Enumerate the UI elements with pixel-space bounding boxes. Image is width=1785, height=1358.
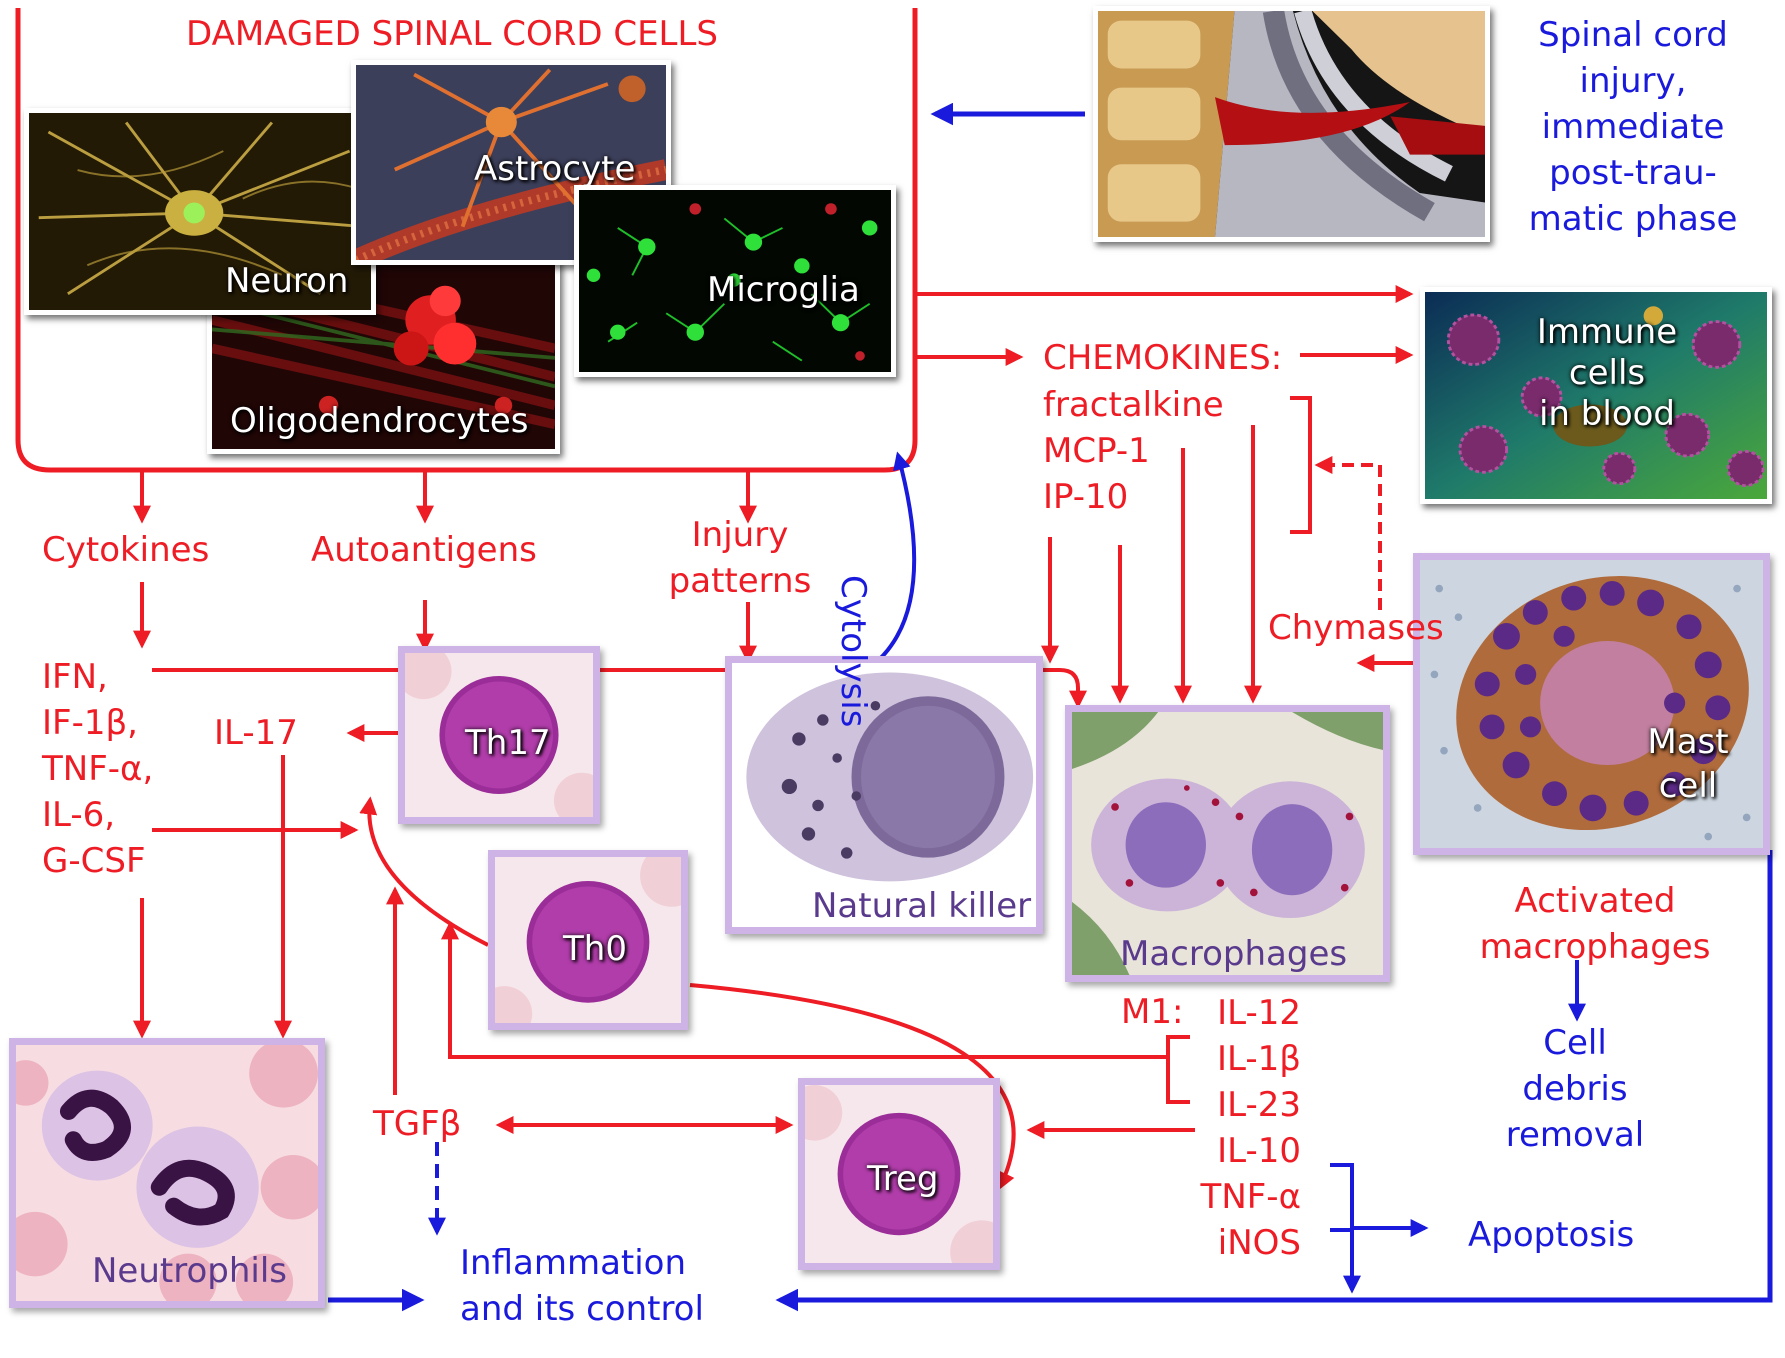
treg-label: Treg (867, 1159, 939, 1199)
mast-cell-label: Mast cell (1638, 720, 1738, 808)
m1-il1b: IL-1β (1217, 1039, 1301, 1079)
th17-art (405, 653, 593, 817)
chemokine-3: IP-10 (1043, 477, 1129, 517)
nk-to-macrophages-arrow (1042, 668, 1087, 709)
mast-cell-image: Mast cell (1413, 553, 1770, 855)
neutrophils-art (16, 1045, 318, 1301)
neutrophils-label: Neutrophils (92, 1251, 288, 1291)
immune-cells-image: Immune cells in blood (1420, 287, 1772, 504)
tgfb-label: TGFβ (373, 1104, 462, 1144)
mast-cell-line-2: cell (1658, 766, 1718, 806)
mast-to-inflammation-line (775, 850, 1773, 1312)
spinal-injury-art (1098, 11, 1485, 237)
cytolysis-arrow (871, 451, 917, 667)
microglia-image: Microglia (574, 185, 896, 377)
tnf-bracket (1330, 1163, 1354, 1232)
injury-note-line-4: post-trau- (1549, 153, 1717, 193)
th17-label: Th17 (465, 723, 551, 763)
microglia-art (579, 190, 891, 372)
mast-cell-line-1: Mast (1647, 722, 1729, 762)
microglia-label: Microglia (707, 270, 860, 310)
m1-bracket (1166, 1035, 1190, 1104)
cytokine-il6: IL-6, (42, 795, 116, 835)
th0-to-treg-curve (689, 983, 1016, 1191)
injury-note-line-3: immediate (1541, 107, 1725, 147)
macrophages-art (1072, 712, 1383, 975)
cytokine-list: IFN, IF-1β, TNF-α, IL-6, G-CSF (42, 654, 153, 884)
chemokine-bracket (1290, 396, 1312, 534)
cytokine-gcsf: G-CSF (42, 841, 146, 881)
m1-to-th0-line (441, 921, 1148, 1059)
oligodendrocytes-label: Oligodendrocytes (230, 401, 529, 441)
macrophages-label: Macrophages (1120, 934, 1348, 974)
immune-cells-line-2: cells (1568, 353, 1646, 393)
activated-macrophages-line-2: macrophages (1479, 927, 1711, 967)
cell-debris-removal-label: Cell debris removal (1480, 1020, 1670, 1158)
activated-macrophages-label: Activated macrophages (1460, 878, 1730, 970)
chemokine-1: fractalkine (1043, 385, 1224, 425)
chemokine-2: MCP-1 (1043, 431, 1150, 471)
treg-cell-image: Treg (798, 1078, 1000, 1270)
treg-art (805, 1085, 993, 1263)
m1-inos: iNOS (1217, 1223, 1301, 1263)
cell-debris-line-1: Cell (1543, 1023, 1607, 1063)
injury-patterns-label: Injury patterns (655, 512, 825, 604)
immune-cells-line-1: Immune (1536, 312, 1678, 352)
cytokine-tnfa: TNF-α, (42, 749, 154, 789)
neuron-art (29, 113, 371, 310)
th0-cell-image: Th0 (488, 850, 688, 1030)
inflammation-line-2: and its control (460, 1289, 704, 1329)
mast-cell-art (1420, 560, 1763, 848)
activated-macrophages-line-1: Activated (1514, 881, 1676, 921)
th0-art (495, 857, 681, 1023)
astrocyte-label: Astrocyte (474, 149, 636, 189)
autoantigens-label: Autoantigens (311, 530, 537, 570)
cytokine-ifn: IFN, (42, 657, 108, 697)
cytokine-if1b: IF-1β, (42, 703, 138, 743)
natural-killer-label: Natural killer (812, 886, 1032, 926)
cell-debris-line-3: removal (1505, 1115, 1645, 1155)
immune-cells-art (1425, 292, 1767, 499)
chymases-label: Chymases (1268, 608, 1444, 648)
m1-il23: IL-23 (1217, 1085, 1301, 1125)
neuron-label: Neuron (225, 261, 349, 301)
cytokines-label: Cytokines (42, 530, 210, 570)
injury-note-line-2: injury, (1579, 61, 1687, 101)
th0-label: Th0 (563, 929, 627, 969)
neutrophils-image: Neutrophils (9, 1038, 325, 1308)
immune-cells-line-3: in blood (1538, 394, 1676, 434)
il17-label: IL-17 (214, 713, 298, 753)
m1-list: IL-12 IL-1β IL-23 IL-10 TNF-α iNOS (1195, 990, 1301, 1266)
injury-patterns-line-1: Injury (691, 515, 789, 555)
chymases-to-bracket-arrow (1314, 456, 1382, 610)
spinal-injury-image (1093, 6, 1490, 242)
damaged-cells-container (15, 8, 918, 473)
macrophages-image: Macrophages (1065, 705, 1390, 982)
inflammation-control-label: Inflammation and its control (460, 1240, 704, 1332)
neuron-image: Neuron (24, 108, 376, 315)
apoptosis-label: Apoptosis (1468, 1215, 1635, 1255)
chemokines-list: fractalkine MCP-1 IP-10 (1043, 382, 1224, 520)
injury-phase-note: Spinal cord injury, immediate post-trau-… (1508, 12, 1758, 242)
m1-prefix: M1: (1121, 992, 1184, 1032)
natural-killer-art (732, 663, 1036, 927)
injury-note-line-5: matic phase (1528, 199, 1738, 239)
cell-debris-line-2: debris (1522, 1069, 1628, 1109)
th17-cell-image: Th17 (398, 646, 600, 824)
natural-killer-image: Natural killer (725, 656, 1043, 934)
m1-il10: IL-10 (1217, 1131, 1301, 1171)
chemokines-title: CHEMOKINES: (1043, 338, 1283, 378)
m1-il12: IL-12 (1217, 993, 1301, 1033)
cytolysis-label: Cytolysis (833, 575, 873, 728)
injury-note-line-1: Spinal cord (1538, 15, 1728, 55)
damaged-cells-title: DAMAGED SPINAL CORD CELLS (186, 14, 719, 54)
immune-cells-label: Immune cells in blood (1517, 312, 1697, 435)
m1-tnfa: TNF-α (1200, 1177, 1301, 1217)
injury-patterns-line-2: patterns (668, 561, 812, 601)
inflammation-line-1: Inflammation (460, 1243, 687, 1283)
